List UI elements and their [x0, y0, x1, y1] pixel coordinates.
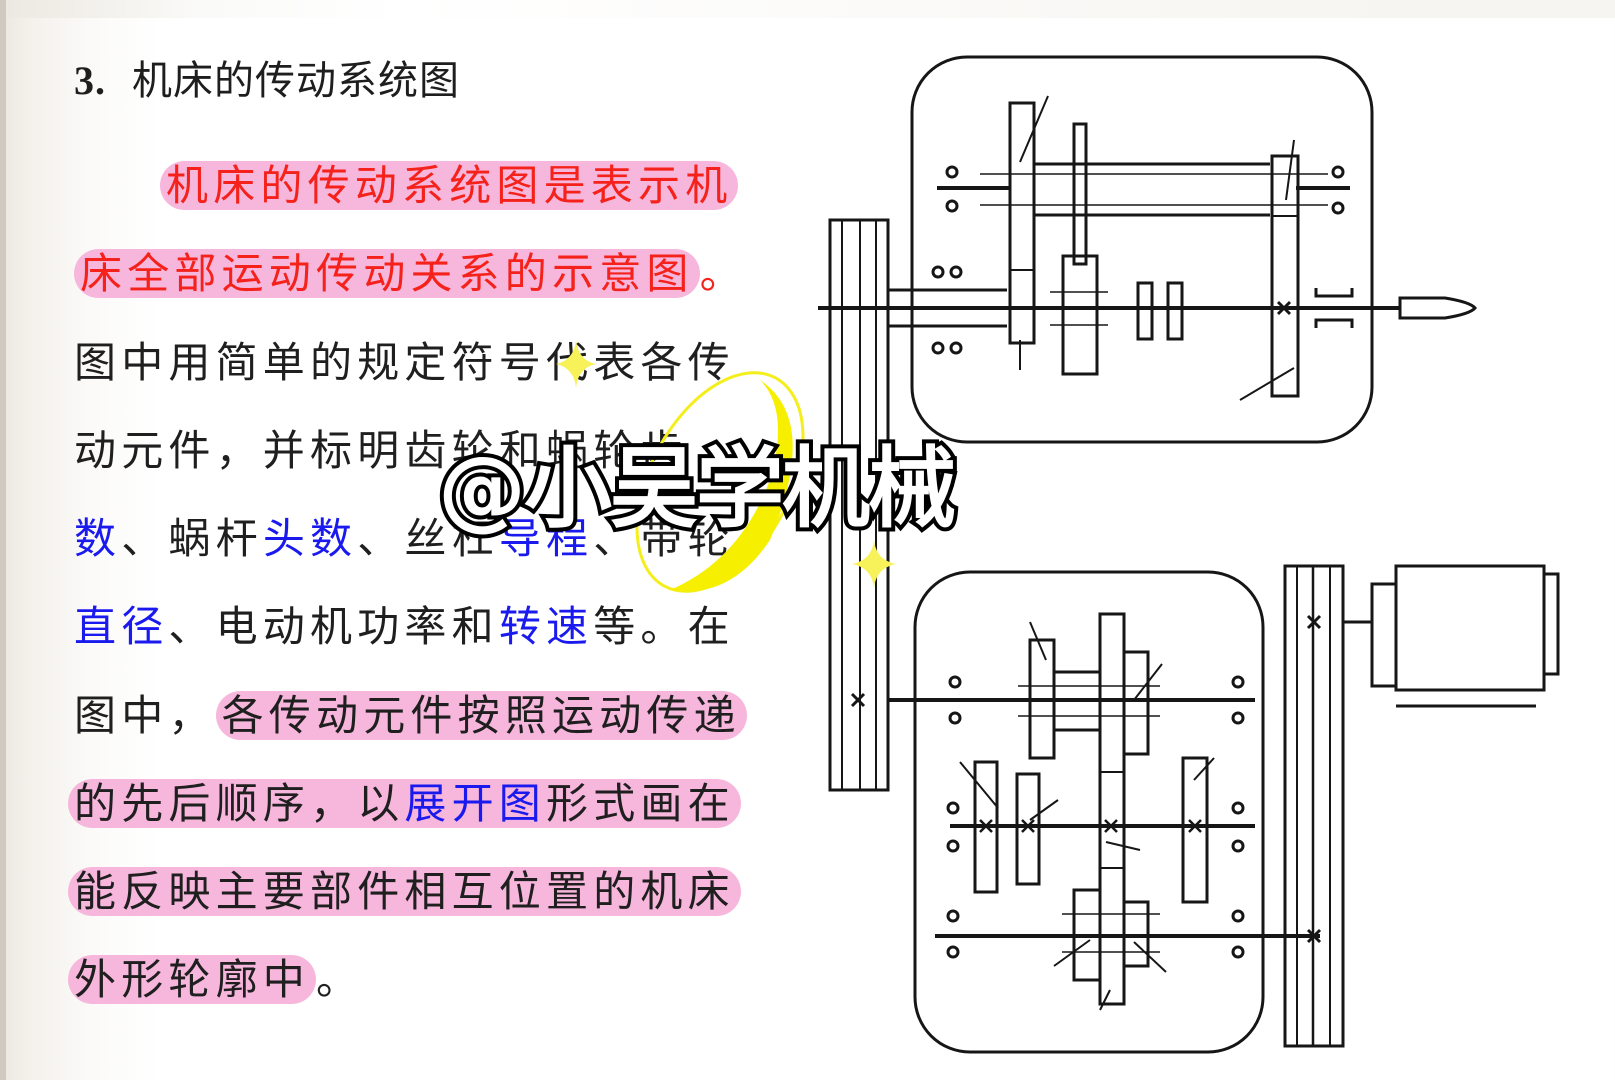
punctuation: 。	[316, 955, 364, 1004]
section-title: 机床的传动系统图	[132, 58, 460, 104]
highlighted-text: 外形轮廓中	[68, 955, 317, 1004]
diagram-drawing	[818, 55, 1560, 1054]
paragraph-line: 外形轮廓中。	[68, 951, 363, 1009]
keyword: 转速	[498, 602, 594, 651]
text-segment: 的先后顺序，以	[74, 779, 405, 828]
top-strip	[0, 0, 1615, 18]
highlighted-text: 能反映主要部件相互位置的机床	[68, 867, 741, 916]
paragraph-line: 机床的传动系统图是表示机	[160, 157, 739, 215]
text-segment: 动元件，并标明齿轮和蜗轮齿	[74, 426, 688, 475]
highlighted-text: 的先后顺序，以展开图形式画在	[68, 779, 741, 828]
keyword: 导程	[498, 514, 594, 563]
section-number: 3.	[74, 58, 106, 103]
watermark-text: @小吴学机械	[434, 433, 960, 544]
paragraph-line: 能反映主要部件相互位置的机床	[68, 863, 741, 921]
gearbox-housing	[913, 570, 1265, 1054]
text-segment: 、电动机功率和	[168, 602, 499, 651]
motor-body	[1394, 564, 1546, 692]
keyword: 直径	[74, 602, 169, 651]
paragraph-line: 动元件，并标明齿轮和蜗轮齿	[74, 422, 688, 480]
paragraph-line: 直径、电动机功率和转速等。在	[74, 598, 735, 656]
keyword: 头数	[262, 514, 358, 563]
paragraph-line: 床全部运动传动关系的示意图。	[74, 245, 747, 303]
highlighted-definition: 机床的传动系统图是表示机	[160, 161, 739, 210]
paragraph-line: 的先后顺序，以展开图形式画在	[68, 775, 741, 833]
transmission-system-diagram: 63 27 17 58 ϕ200 IV V VI 30 45 26 38 32 …	[800, 0, 1615, 1080]
text-segment: 等。在	[593, 602, 735, 651]
highlighted-definition: 床全部运动传动关系的示意图	[74, 249, 700, 298]
text-segment: 、蜗杆	[121, 514, 263, 563]
paragraph-line: 图中用简单的规定符号代表各传	[74, 334, 735, 392]
highlighted-text: 各传动元件按照运动传递	[215, 691, 747, 740]
punctuation: 。	[699, 249, 747, 298]
document-text-column: 3.机床的传动系统图 机床的传动系统图是表示机 床全部运动传动关系的示意图。 图…	[0, 0, 800, 1080]
page-edge	[0, 0, 6, 1080]
text-segment: 形式画在	[546, 779, 735, 828]
section-heading: 3. 机床的传动系统图	[74, 48, 460, 106]
keyword: 展开图	[404, 779, 547, 828]
text-segment: 图中，	[74, 691, 216, 740]
paragraph-line: 图中，各传动元件按照运动传递	[74, 687, 747, 745]
keyword: 数	[74, 514, 122, 563]
text-segment: 、丝杠	[357, 514, 499, 563]
headstock-housing	[910, 55, 1374, 444]
text-segment: 图中用简单的规定符号代表各传	[74, 338, 735, 387]
